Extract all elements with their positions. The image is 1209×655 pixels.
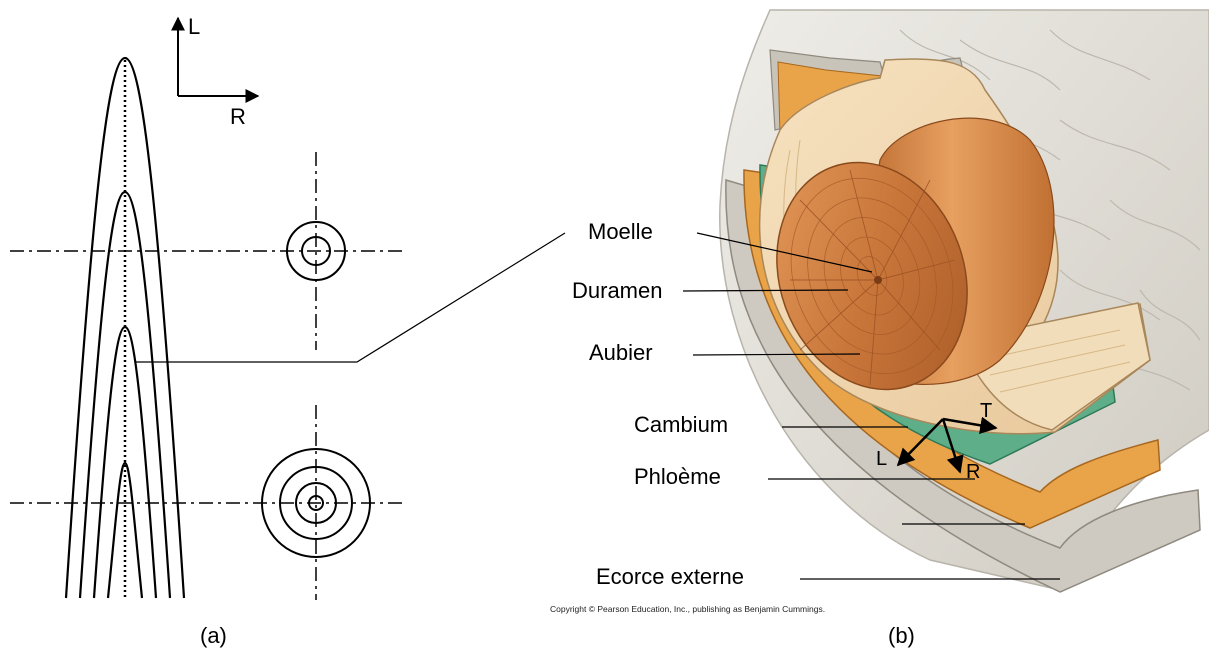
label-phloeme: Phloème (634, 464, 721, 489)
label-moelle: Moelle (588, 219, 653, 244)
copyright-notice: Copyright © Pearson Education, Inc., pub… (550, 604, 825, 614)
label-ecorce-externe: Ecorce externe (596, 564, 744, 589)
caption-b: (b) (888, 623, 915, 648)
direction-label-t: T (980, 400, 992, 422)
caption-a: (a) (200, 623, 227, 648)
label-aubier: Aubier (589, 340, 653, 365)
direction-label-l: L (876, 448, 887, 470)
axes-l-r: L R (178, 14, 258, 129)
pith-center (874, 276, 882, 284)
axis-label-l: L (188, 14, 200, 39)
panel-b-illustration: T L R Moelle Duramen Aubier Cambium Phlo… (550, 10, 1209, 648)
axis-label-r: R (230, 104, 246, 129)
leader-line-a-to-b (135, 233, 565, 362)
direction-label-r: R (966, 461, 980, 483)
label-duramen: Duramen (572, 278, 662, 303)
label-cambium: Cambium (634, 412, 728, 437)
panel-a-schematic: L R (a) (10, 14, 565, 648)
